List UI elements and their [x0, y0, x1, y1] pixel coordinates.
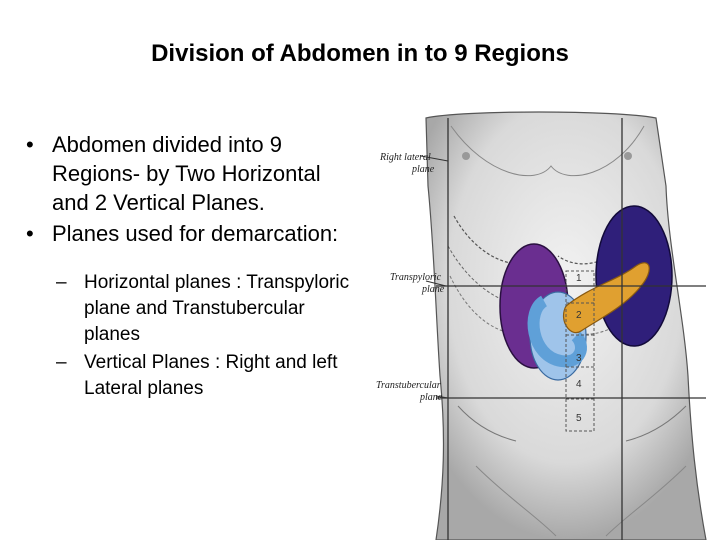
region-number: 1 — [576, 273, 582, 284]
bullet-item: Planes used for demarcation: Horizontal … — [22, 219, 352, 402]
bullet-text: Planes used for demarcation: — [52, 221, 339, 246]
iliac-crest-left — [625, 405, 687, 442]
sub-bullet-list: Horizontal planes : Transpyloric plane a… — [52, 270, 352, 402]
abdomen-illustration: 1 2 3 4 5 Right lateral plane Transpylor… — [376, 111, 707, 540]
abdomen-regions-figure: 1 2 3 4 5 Right lateral plane Transpylor… — [366, 106, 720, 540]
sub-bullet-item: Vertical Planes : Right and left Lateral… — [52, 350, 352, 402]
bullet-item: Abdomen divided into 9 Regions- by Two H… — [22, 130, 352, 217]
right-lateral-plane-label: plane — [411, 164, 435, 175]
nipple-left — [624, 152, 632, 160]
rib-line — [449, 275, 527, 335]
inguinal-line-right — [475, 465, 557, 537]
inguinal-line-left — [605, 465, 687, 537]
region-number: 2 — [576, 310, 582, 321]
iliac-crest-right — [457, 405, 517, 442]
transtubercular-plane-label: Transtubercular — [376, 380, 441, 391]
duodenum-shape — [527, 295, 587, 368]
slide-title: Division of Abdomen in to 9 Regions — [151, 40, 569, 67]
region-number: 5 — [576, 413, 582, 424]
right-lateral-pointer — [420, 155, 449, 162]
transpyloric-pointer — [425, 280, 447, 287]
vertebral-column — [565, 270, 595, 432]
region-number: 3 — [576, 353, 582, 364]
transpyloric-plane-label: plane — [421, 284, 445, 295]
transpyloric-plane-label: Transpyloric — [390, 272, 442, 283]
region-number: 4 — [576, 379, 582, 390]
nipple-right — [462, 152, 470, 160]
chest-shading — [450, 125, 645, 177]
right-lateral-plane-label: Right lateral — [379, 152, 431, 163]
transtubercular-plane-label: plane — [419, 392, 443, 403]
transtubercular-pointer — [435, 395, 449, 399]
rib-margin-right — [453, 215, 545, 265]
sub-bullet-item: Horizontal planes : Transpyloric plane a… — [52, 270, 352, 348]
bullet-list: Abdomen divided into 9 Regions- by Two H… — [22, 130, 352, 404]
